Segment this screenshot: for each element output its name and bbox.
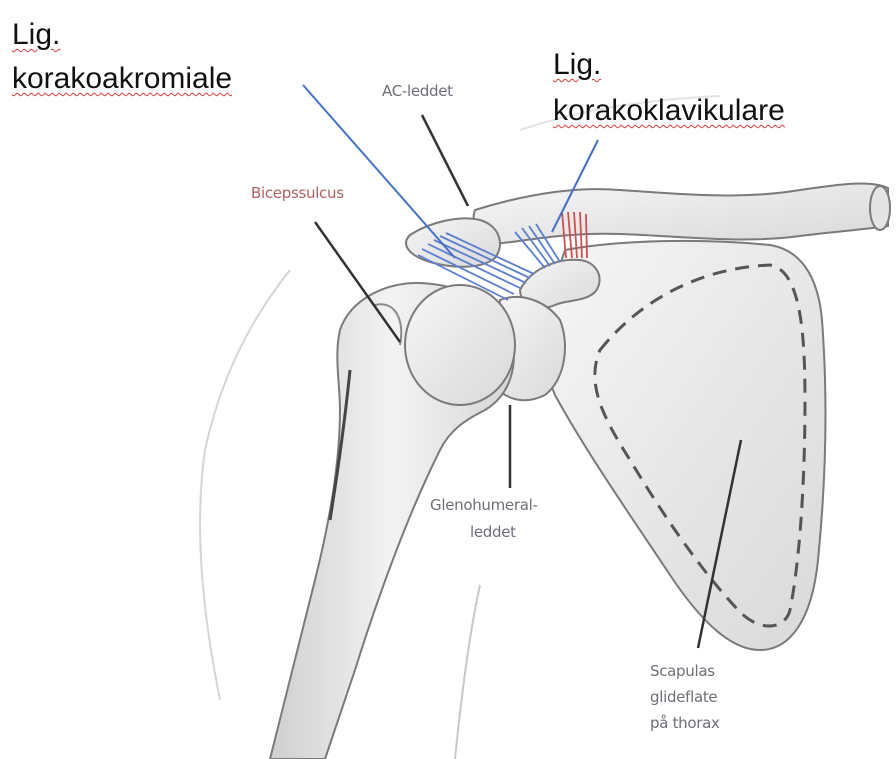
label-lig-korakoklavikulare-line1: Lig.	[553, 50, 601, 80]
label-lig-korakoklavikulare-line2: korakoklavikulare	[553, 96, 785, 126]
label-scapulas-line3: på thorax	[650, 716, 720, 731]
label-ac-leddet: AC-leddet	[382, 84, 453, 99]
label-bicepssulcus: Bicepssulcus	[251, 186, 344, 201]
label-glenohumeral-line1: Glenohumeral-	[430, 498, 538, 513]
humeral-head	[405, 285, 515, 405]
trunk-contour	[455, 585, 480, 759]
label-lig-korakoakromiale-line1: Lig.	[12, 20, 60, 50]
label-scapulas-line1: Scapulas	[650, 664, 715, 679]
body-contour	[200, 270, 290, 700]
clavicle-end	[870, 186, 890, 230]
ac-leddet-leader	[422, 115, 468, 206]
scapula	[544, 241, 826, 650]
label-scapulas-line2: glideflate	[650, 690, 717, 705]
korakoakromiale-pointer	[303, 85, 455, 258]
label-glenohumeral-line2: leddet	[470, 525, 516, 540]
label-lig-korakoakromiale-line2: korakoakromiale	[12, 64, 232, 94]
